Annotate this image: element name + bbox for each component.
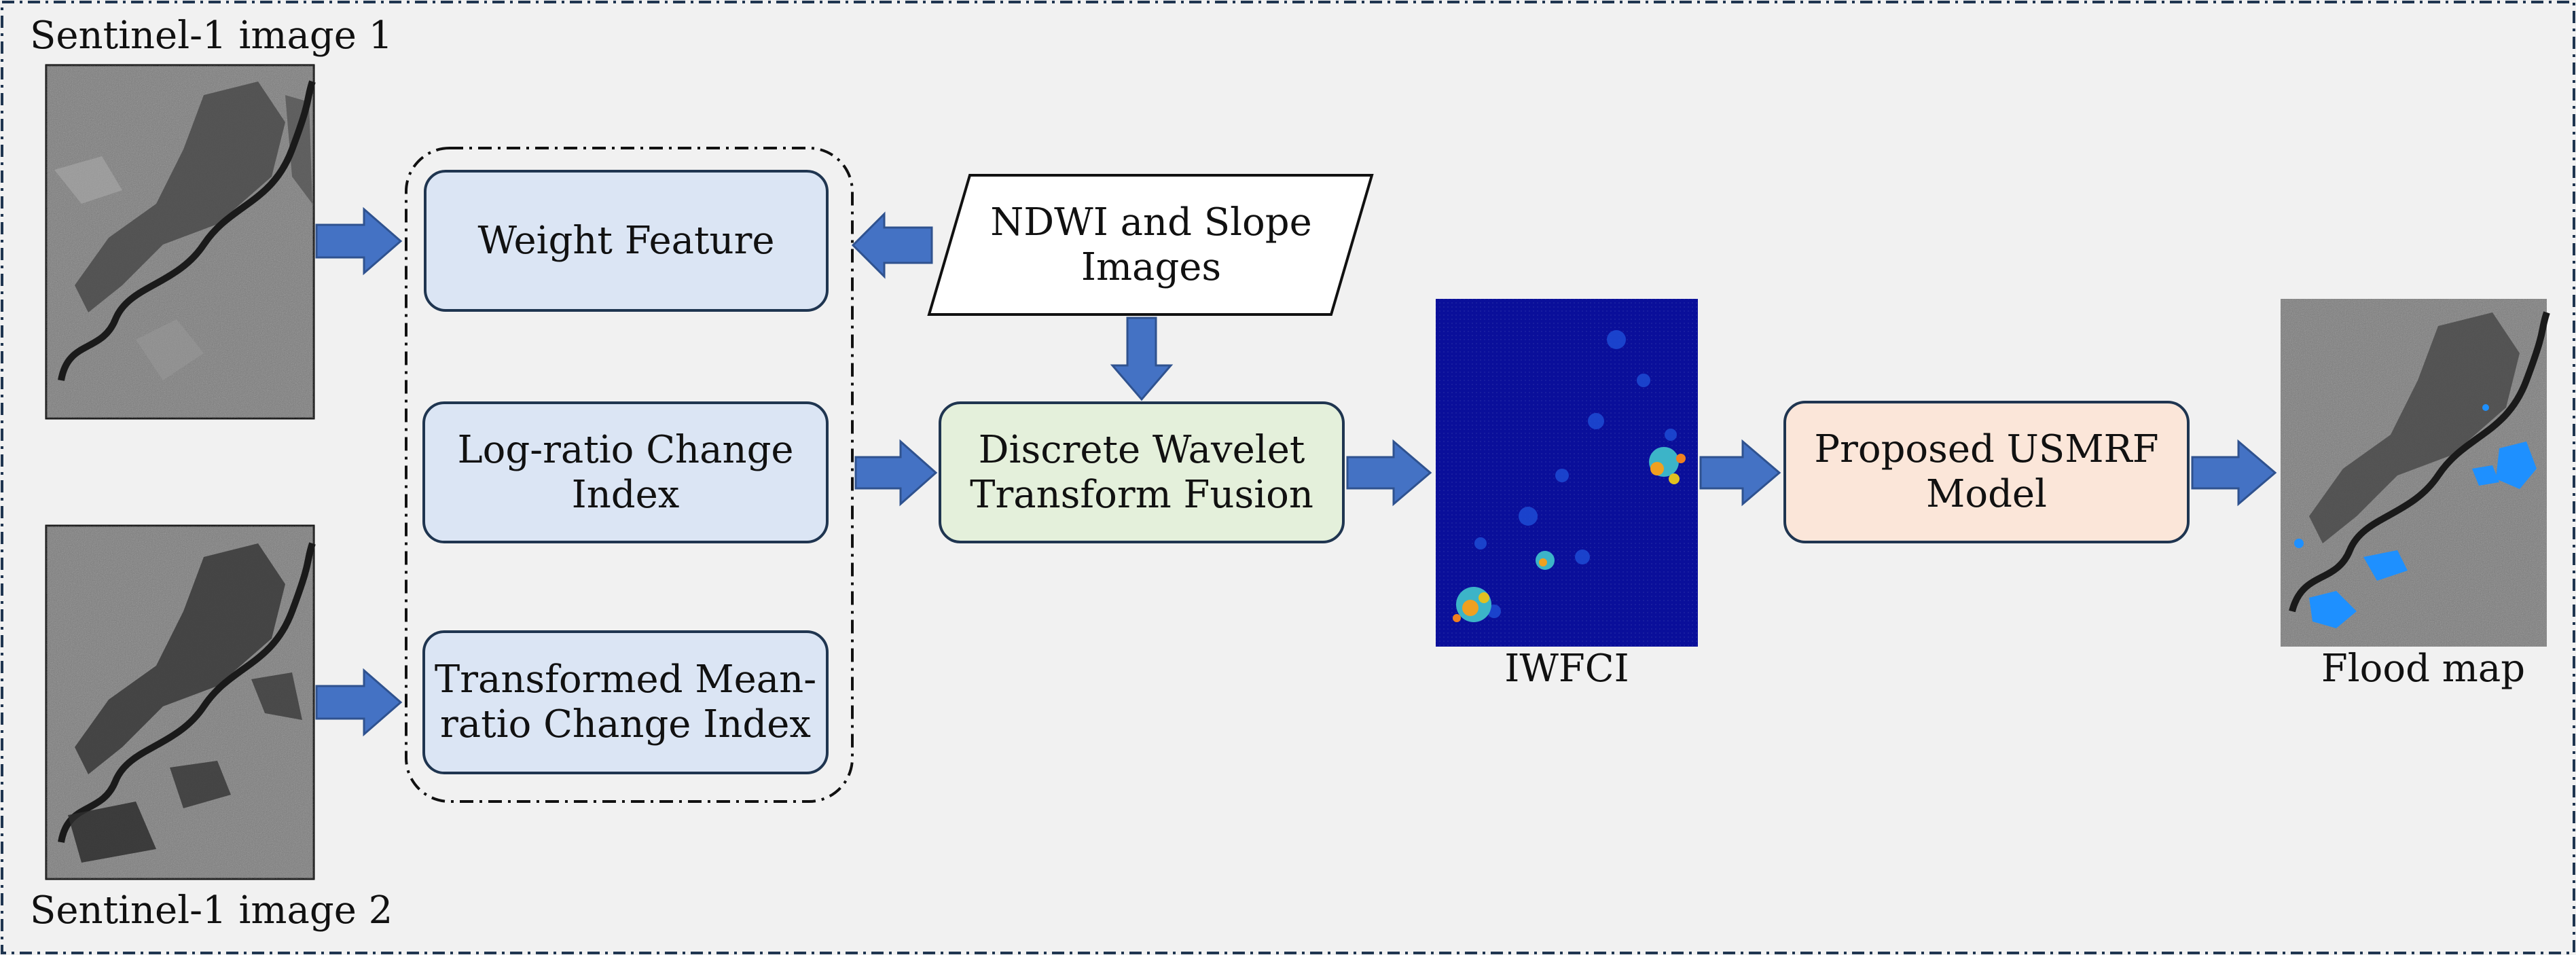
log-ratio-text: Log-ratio Change Index <box>424 403 827 542</box>
log-ratio-line2: Index <box>571 472 680 517</box>
dwt-line1: Discrete Wavelet <box>978 427 1305 472</box>
ndwi-line2: Images <box>1081 245 1222 289</box>
sentinel1-image1 <box>45 64 316 420</box>
arrow-usmrf-to-floodmap <box>2191 439 2277 507</box>
log-ratio-line1: Log-ratio Change <box>457 427 794 472</box>
weight-feature-box <box>424 170 829 312</box>
iwfci-change-cluster-1 <box>1649 447 1686 484</box>
arrow-dwt-to-iwfci <box>1346 439 1432 507</box>
sentinel1-image2 <box>45 524 316 880</box>
arrow-image2-to-tmr <box>315 668 403 737</box>
ndwi-text: NDWI and Slope Images <box>951 175 1352 314</box>
flood-map-image <box>2281 299 2550 647</box>
ndwi-line1: NDWI and Slope <box>990 200 1312 245</box>
tmr-line1: Transformed Mean- <box>434 657 817 702</box>
tmr-line2: ratio Change Index <box>440 702 811 746</box>
flood-water-areas <box>2294 404 2537 628</box>
iwfci-label: IWFCI <box>1504 647 1629 691</box>
weight-feature-line1: Weight Feature <box>477 218 775 263</box>
tmr-box <box>422 630 829 774</box>
arrow-ndwi-to-weight <box>851 211 933 279</box>
weight-feature-text: Weight Feature <box>425 171 827 310</box>
usmrf-line1: Proposed USMRF <box>1814 427 2159 471</box>
arrows <box>315 206 2277 737</box>
dwt-text: Discrete Wavelet Transform Fusion <box>940 403 1343 542</box>
tmr-text: Transformed Mean- ratio Change Index <box>424 632 827 773</box>
flood-map-label: Flood map <box>2321 647 2526 691</box>
image2-label: Sentinel-1 image 2 <box>30 888 393 933</box>
usmrf-line2: Model <box>1926 472 2047 516</box>
arrow-ndwi-to-dwt <box>1110 317 1174 401</box>
dwt-line2: Transform Fusion <box>970 472 1313 517</box>
log-ratio-box <box>422 401 829 543</box>
usmrf-text: Proposed USMRF Model <box>1785 402 2188 542</box>
arrow-iwfci-to-usmrf <box>1699 439 1781 507</box>
arrow-group-to-dwt <box>854 439 938 507</box>
dwt-fusion-box <box>939 401 1345 543</box>
arrow-image1-to-weight <box>315 206 403 276</box>
iwfci-image <box>1436 299 1698 647</box>
usmrf-box <box>1783 401 2190 543</box>
ndwi-slope-parallelogram <box>927 174 1374 316</box>
iwfci-change-cluster-2 <box>1453 551 1555 622</box>
feature-group-frame <box>405 147 854 803</box>
image1-label: Sentinel-1 image 1 <box>30 14 393 58</box>
